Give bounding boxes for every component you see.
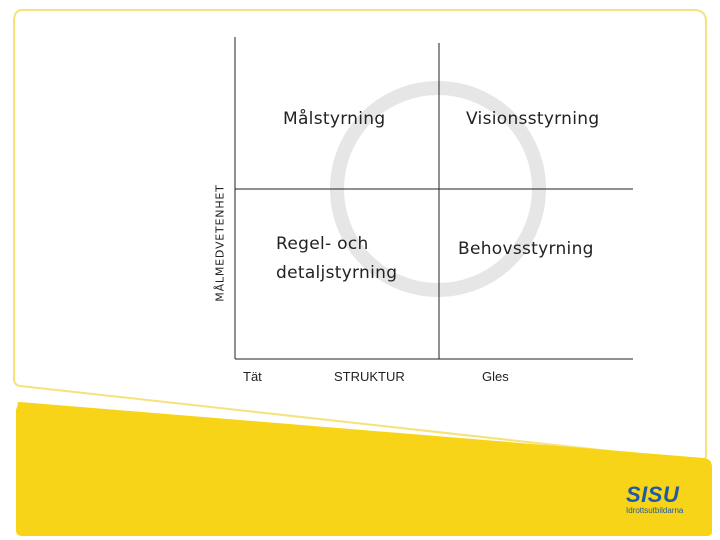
quadrant-bottom-left-label-line2: detaljstyrning <box>276 263 398 283</box>
x-axis-left-label: Tät <box>243 369 262 384</box>
yellow-banner <box>16 402 712 536</box>
x-axis-right-label: Gles <box>482 369 509 384</box>
quadrant-top-right-label: Visionsstyrning <box>466 109 600 129</box>
quadrant-bottom-right-label: Behovsstyrning <box>458 239 594 259</box>
sisu-logo: SISU Idrottsutbildarna <box>626 484 683 516</box>
x-axis-label: STRUKTUR <box>334 369 405 384</box>
logo-subtitle: Idrottsutbildarna <box>626 506 684 515</box>
y-axis-label: MÅLMEDVETENHET <box>213 184 227 302</box>
quadrant-bottom-left-label-line1: Regel- och <box>276 234 369 254</box>
quadrant-top-left-label: Målstyrning <box>283 109 386 129</box>
logo-wordmark: SISU <box>626 482 680 507</box>
